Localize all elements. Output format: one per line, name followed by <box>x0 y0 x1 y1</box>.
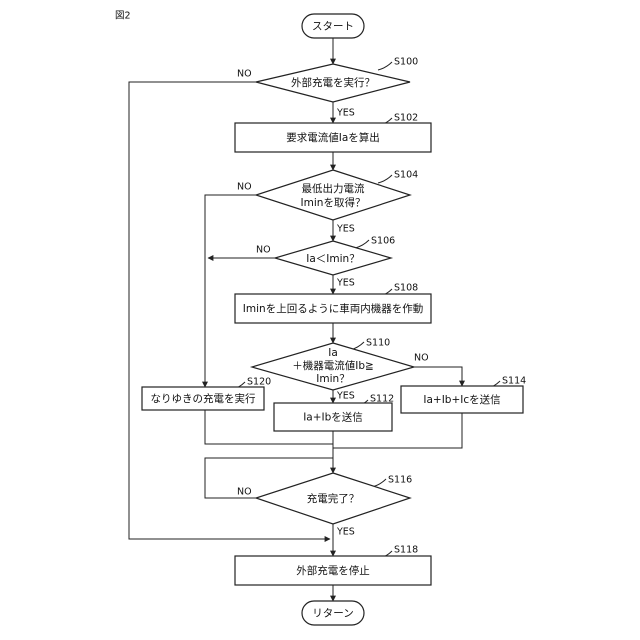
step-label-s118: S118 <box>394 545 418 556</box>
branch-s106-no: NO <box>256 245 271 256</box>
edge-s110-s114 <box>414 367 462 386</box>
node-s100-label: 外部充電を実行？ <box>291 76 375 89</box>
node-s118-label: 外部充電を停止 <box>296 564 370 577</box>
leader-s104 <box>378 175 392 183</box>
node-s104-label-1: 最低出力電流 <box>302 182 365 195</box>
branch-s110-yes: YES <box>336 391 355 402</box>
node-s106-label: Ia＜Imin？ <box>306 253 359 265</box>
branch-s104-yes: YES <box>336 224 355 235</box>
node-s116-label: 充電完了？ <box>307 492 360 505</box>
leader-s106 <box>355 240 369 248</box>
step-label-s120: S120 <box>247 377 271 388</box>
node-s120-label: なりゆきの充電を実行 <box>151 392 256 405</box>
step-label-s112: S112 <box>370 394 394 405</box>
step-label-s110: S110 <box>366 338 390 349</box>
step-label-s114: S114 <box>502 376 526 387</box>
node-start-label: スタート <box>312 21 354 33</box>
node-s110-label-3: Imin？ <box>316 373 349 385</box>
branch-s104-no: NO <box>237 182 252 193</box>
node-s102-label: 要求電流値Iaを算出 <box>286 131 380 144</box>
branch-s116-yes: YES <box>336 527 355 538</box>
figure-label: 図2 <box>115 11 131 22</box>
branch-s116-no: NO <box>237 487 252 498</box>
step-label-s104: S104 <box>394 170 418 181</box>
step-label-s100: S100 <box>394 57 418 68</box>
node-s114-label: Ia+Ib+Icを送信 <box>423 393 500 406</box>
branch-s100-yes: YES <box>336 108 355 119</box>
node-end-label: リターン <box>312 608 353 620</box>
node-s112-label: Ia+Ibを送信 <box>303 411 363 424</box>
branch-s106-yes: YES <box>336 278 355 289</box>
node-s110-label-1: Ia <box>328 347 338 359</box>
step-label-s108: S108 <box>394 283 418 294</box>
step-label-s102: S102 <box>394 113 418 124</box>
step-label-s106: S106 <box>371 236 395 247</box>
node-s104-label-2: Iminを取得？ <box>301 197 366 209</box>
branch-s100-no: NO <box>237 69 252 80</box>
leader-s100 <box>378 62 392 70</box>
node-s104 <box>256 170 410 220</box>
step-label-s116: S116 <box>388 475 412 486</box>
node-s108-label: Iminを上回るように車両内機器を作動 <box>243 302 423 315</box>
edge-s104-no <box>205 195 256 387</box>
branch-s110-no: NO <box>414 353 429 364</box>
node-s110-label-2: ＋機器電流値Ib≧ <box>292 359 374 372</box>
